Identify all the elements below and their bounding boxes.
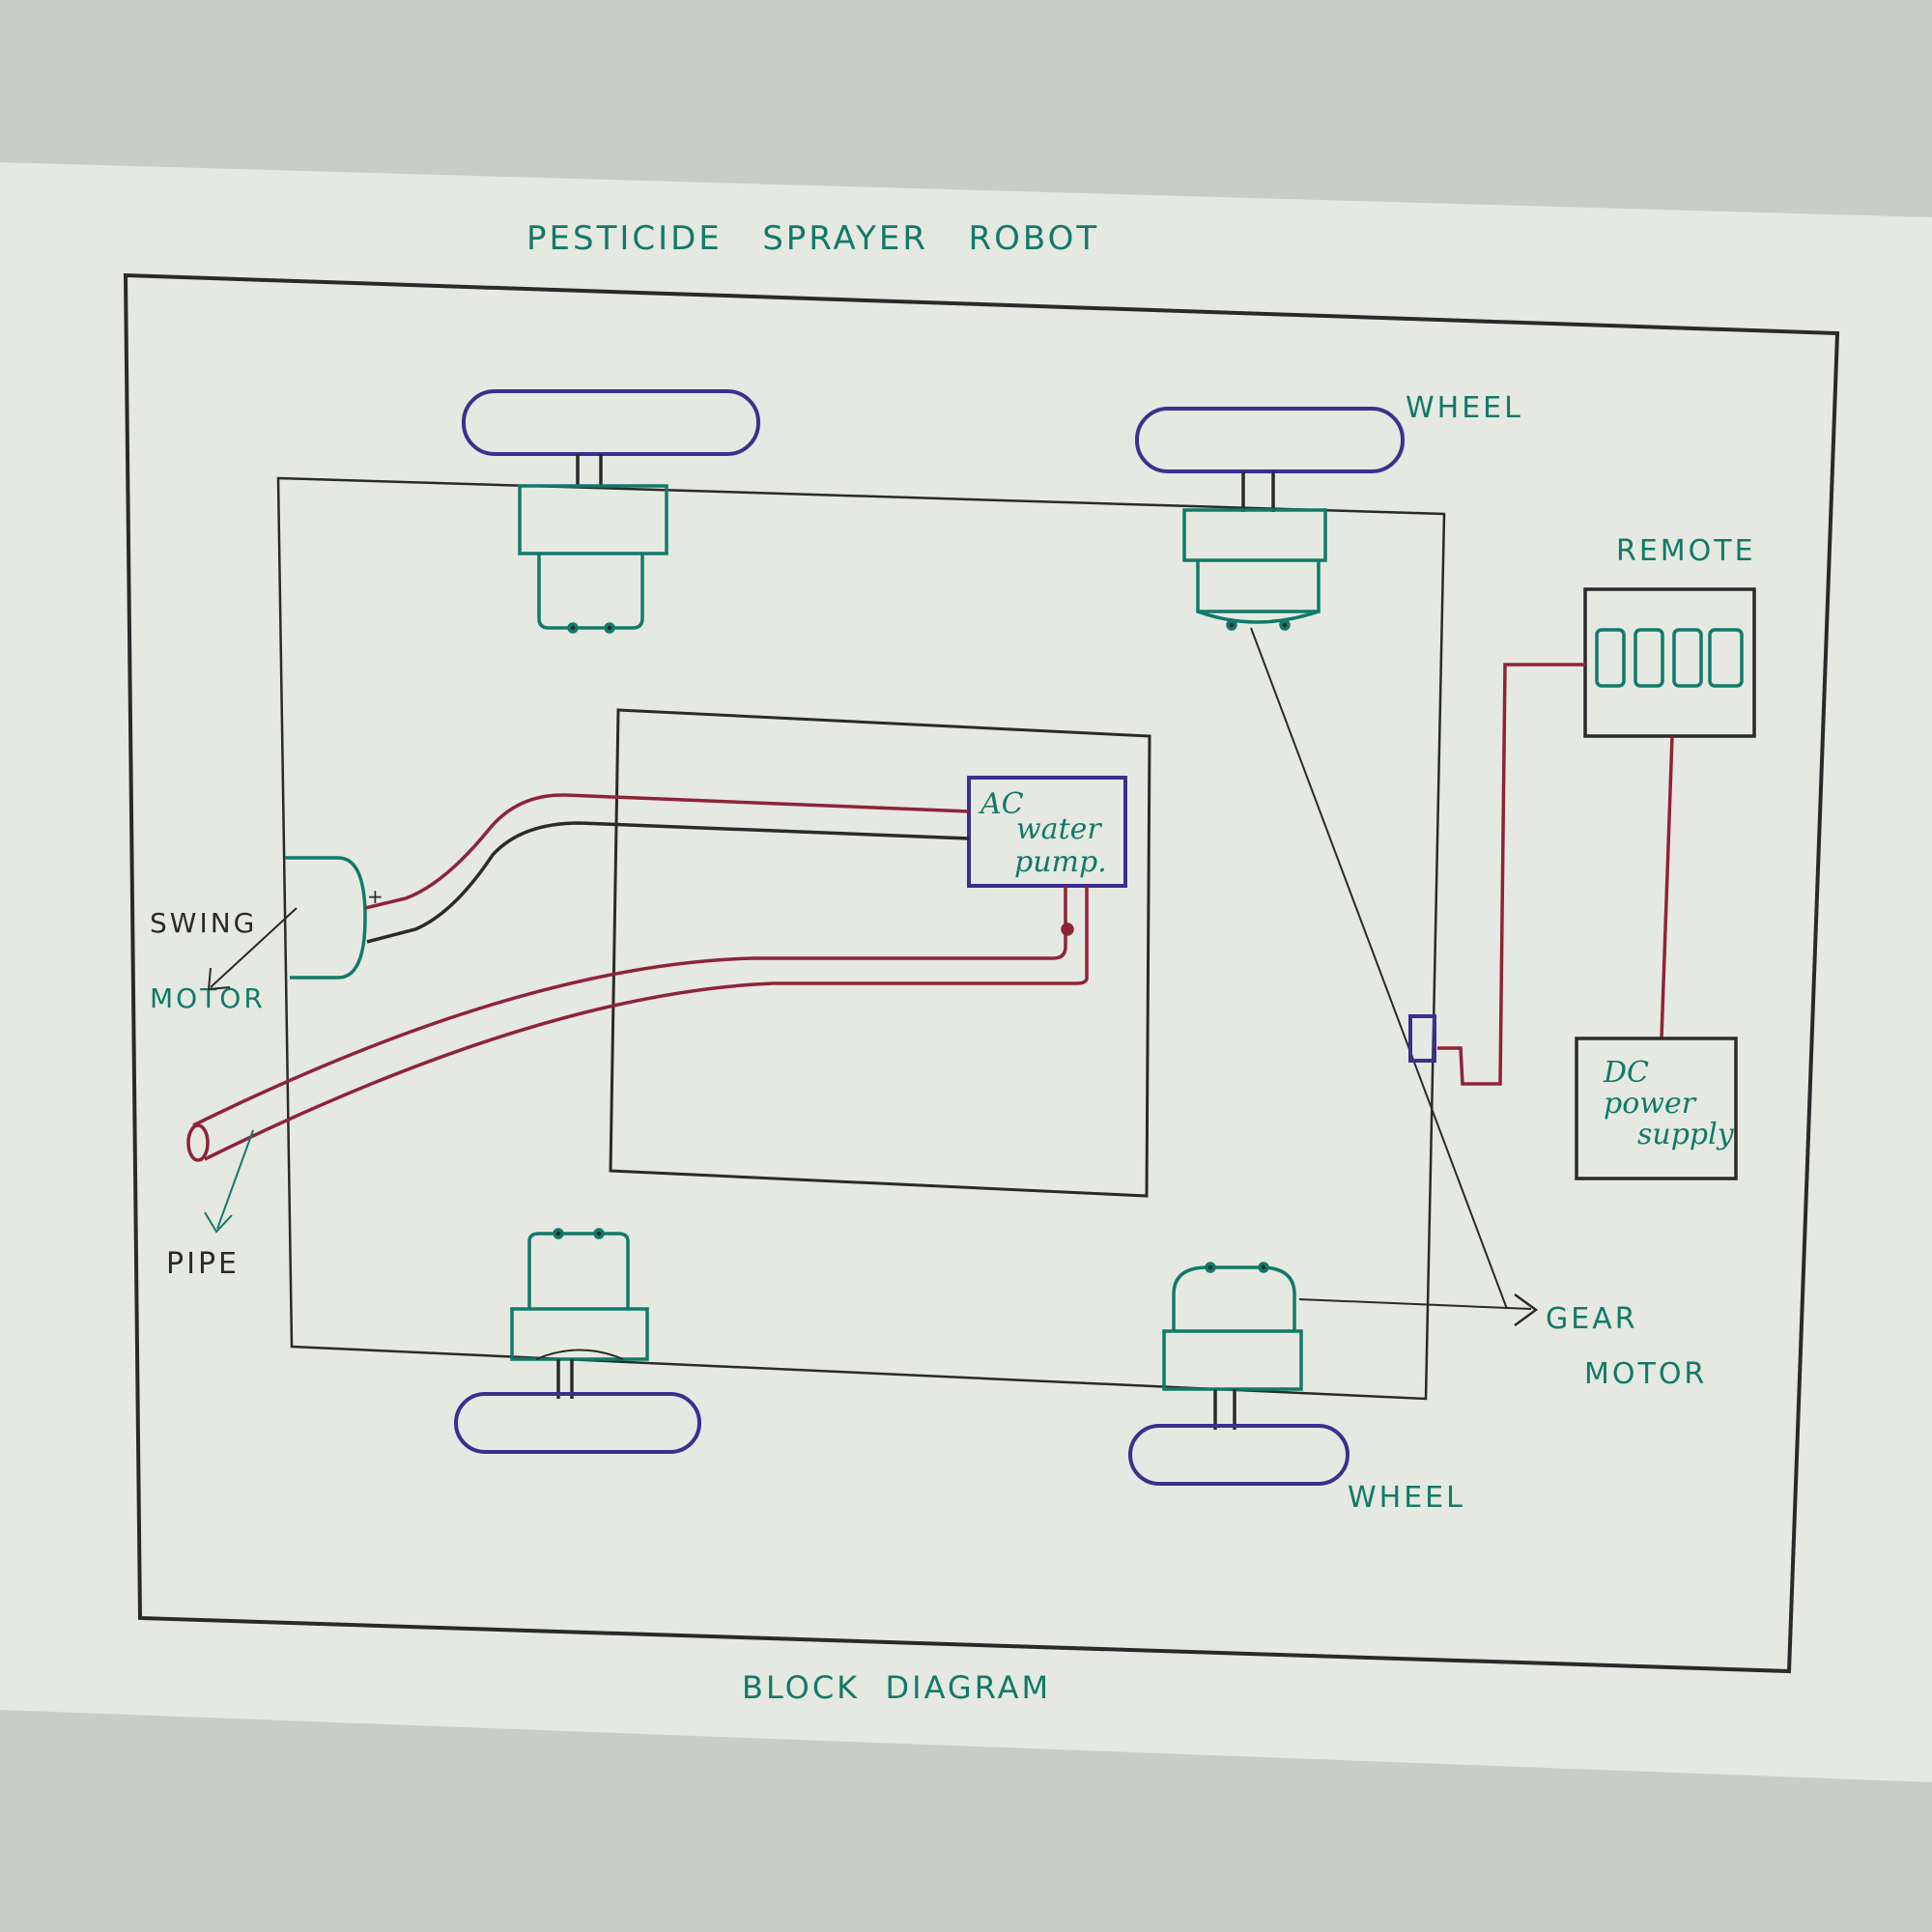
wheel-label-top-right: WHEEL [1406,391,1523,425]
pump-label-line3: pump. [1014,845,1107,879]
ac-water-pump-box [967,776,1127,888]
dc-label-line2: power [1604,1087,1697,1121]
robot-chassis [276,476,1446,1401]
remote-button-4 [1708,628,1744,688]
pump-label-line1: AC [978,787,1024,821]
wheel-bottom-right [1128,1424,1350,1486]
gear-motor-label-line2: MOTOR [1584,1357,1707,1391]
swing-motor [285,856,367,980]
pump-label-line2: water [1016,812,1102,846]
remote-label: REMOTE [1616,534,1756,568]
gear-motor-top-left [518,454,668,634]
swing-motor-label-line1: SWING [150,907,257,939]
wheel-top-right [1135,407,1405,473]
gear-motor-label-line1: GEAR [1546,1302,1638,1336]
pipe-leader [204,1129,254,1234]
gear-motor-top-right [1182,471,1327,631]
dc-label-line3: supply [1637,1118,1735,1151]
wheel-bottom-left [454,1392,701,1454]
remote-button-2 [1634,628,1664,688]
swing-motor-label-line2: MOTOR [150,982,266,1014]
pipe-label: PIPE [166,1247,240,1281]
outer-frame [123,272,1840,1674]
remote-power-wire [1660,735,1674,1039]
receiver-module [1408,1014,1436,1063]
swing-motor-plus-mark: + [367,885,384,908]
spray-pipe [186,886,1089,1162]
paper-sheet [0,162,1932,1782]
gear-motor-leader-lines [1250,627,1539,1327]
remote-control [1583,587,1756,738]
remote-receiver-wire [1437,663,1585,1086]
swing-motor-leader [207,907,298,991]
pump-red-wire [364,793,970,910]
remote-button-1 [1595,628,1626,688]
remote-button-3 [1672,628,1703,688]
gear-motor-bottom-right [1162,1262,1303,1430]
wheel-label-bottom-right: WHEEL [1348,1481,1465,1515]
dc-label-line1: DC [1603,1056,1649,1090]
wheel-top-left [462,389,760,456]
diagram-title: PESTICIDE SPRAYER ROBOT [526,219,1099,258]
pump-black-wire [366,821,970,944]
gear-motor-bottom-left [510,1228,649,1399]
tank-box [609,708,1151,1198]
diagram-caption: BLOCK DIAGRAM [742,1669,1051,1706]
dc-power-supply-box [1575,1037,1738,1180]
